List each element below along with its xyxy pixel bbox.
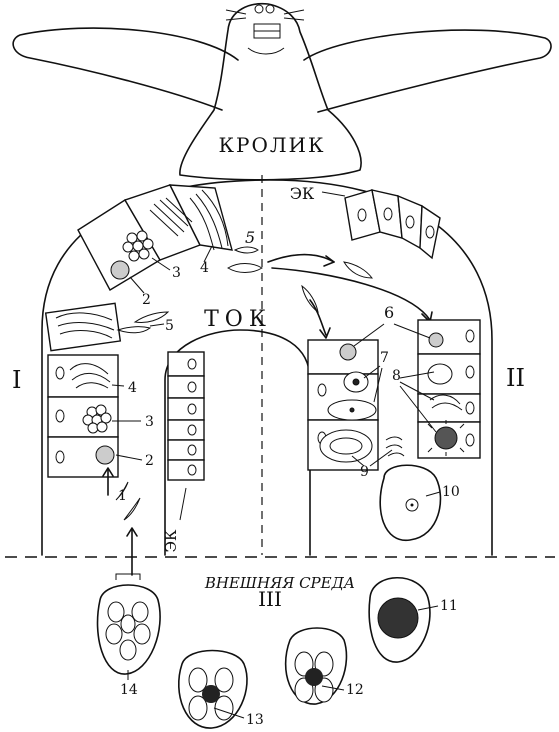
phase-label-three: III (258, 587, 282, 611)
microgametes (429, 394, 463, 411)
rabbit-drawing (12, 2, 552, 181)
rabbit-mouth (247, 47, 285, 55)
oocyst-12 (284, 627, 348, 705)
stage-number-3: 3 (145, 414, 154, 430)
epithelium-label-bottom: ЭК (162, 529, 180, 552)
schizont-merozoites (189, 189, 229, 251)
stage-number-2b: 2 (142, 292, 151, 308)
zygote-mass (377, 597, 419, 639)
microgamont-flagella (427, 420, 465, 456)
intestine-outer-wall (41, 179, 493, 556)
upper-right-epithelium (344, 189, 441, 260)
merozoite (343, 261, 374, 279)
cell-nucleus (55, 409, 65, 423)
stage-number-11: 11 (440, 598, 458, 614)
merozoite (301, 284, 319, 314)
stage-number-5: 5 (245, 228, 255, 247)
cell-nucleus (55, 366, 65, 380)
schizont-multinucleate (82, 404, 112, 434)
stage-number-9: 9 (360, 464, 369, 480)
epithelium-leader-bottom (179, 487, 187, 521)
mature-microgamont (434, 426, 458, 450)
upper-left-epithelium (77, 184, 233, 291)
oocyst-unsporulated-in-gut (379, 464, 442, 541)
rabbit-eye-right (265, 4, 275, 14)
rabbit-right-ear (303, 29, 552, 113)
inner-right-epithelium (307, 339, 405, 471)
stage-number-4: 4 (128, 380, 137, 396)
arrow (309, 299, 327, 336)
arrow-head (319, 327, 331, 339)
gut-current-label: ТОК (204, 307, 272, 332)
released-merozoites (55, 312, 115, 339)
rabbit-teeth (253, 23, 281, 39)
arrow (267, 253, 335, 263)
merozoite (227, 263, 263, 273)
cell-nucleus (55, 450, 65, 464)
microgamont (427, 363, 453, 385)
stage-number-12: 12 (346, 682, 364, 698)
trophozoite (428, 332, 444, 348)
oocyst-14-sporulated (96, 573, 161, 675)
stage-number-1: 1 (118, 488, 127, 504)
stage-number-8: 8 (392, 368, 401, 384)
rabbit-left-ear (12, 27, 239, 111)
stage-number-10: 10 (442, 484, 460, 500)
arrow-head (126, 527, 138, 537)
arrow (271, 267, 431, 321)
merozoite (133, 311, 170, 323)
stage-number-6: 6 (384, 303, 394, 322)
epithelial-cell (168, 184, 233, 251)
stage-number-4b: 4 (200, 260, 209, 276)
epithelium-leader-top (321, 191, 346, 197)
oocyst-13 (177, 649, 248, 729)
left-epithelium-column (44, 302, 122, 478)
sporozoites (115, 481, 141, 521)
schizont-multinucleate (122, 230, 154, 262)
arrow-head (102, 467, 114, 477)
trophozoite (110, 260, 130, 280)
environment-label: ВНЕШНЯЯ СРЕДА (204, 574, 355, 592)
stage-number-3b: 3 (172, 265, 181, 281)
oocyst-11 (368, 577, 431, 663)
epithelial-cell (44, 302, 122, 352)
outer-right-epithelium (417, 319, 481, 459)
phase-label-one: I (12, 366, 21, 394)
epithelium-label-top: ЭК (290, 184, 315, 203)
merozoite (116, 326, 152, 334)
rabbit-whiskers (225, 9, 305, 21)
stage-number-7: 7 (380, 350, 389, 366)
free-merozoites (115, 246, 374, 521)
stage-number-5b: 5 (165, 318, 174, 334)
stage-number-2: 2 (145, 453, 154, 469)
schizont-merozoites (69, 363, 111, 389)
stage-number-13: 13 (246, 712, 264, 728)
inner-left-epithelium (167, 351, 205, 481)
flow-arrows (102, 253, 433, 576)
merozoite (233, 246, 259, 254)
schizont-merozoites (149, 197, 193, 237)
rabbit-eye-left (254, 4, 264, 14)
rabbit-head (179, 2, 362, 181)
host-label: КРОЛИК (219, 133, 326, 157)
phase-label-two: II (506, 364, 525, 392)
trophozoite (95, 445, 115, 465)
arrow-head (323, 255, 335, 267)
oocyst-micropyle (115, 573, 141, 580)
trophozoite (339, 343, 357, 361)
stage-number-14: 14 (120, 682, 138, 698)
microgametes (385, 436, 405, 457)
